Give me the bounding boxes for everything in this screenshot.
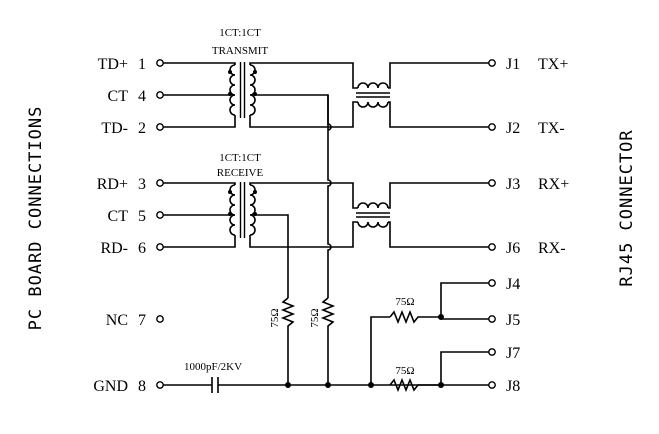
- pin-j4-name: J4: [506, 276, 520, 293]
- pin-ct4-name: CT: [108, 88, 129, 105]
- pin-gnd-num: 8: [138, 378, 146, 395]
- pin-j2-name: J2: [506, 120, 520, 137]
- terminal-td-plus: [156, 59, 164, 67]
- pin-rd-minus-name: RD-: [100, 240, 128, 257]
- receive-transformer: [228, 182, 257, 238]
- pin-ct4-num: 4: [138, 88, 146, 105]
- tx-name-label: TRANSMIT: [212, 45, 269, 57]
- terminal-ct5: [156, 211, 164, 219]
- rx-ratio-label: 1CT:1CT: [219, 152, 261, 164]
- capacitor-label: 1000pF/2KV: [184, 361, 242, 373]
- pin-j6-signal: RX-: [538, 240, 566, 257]
- terminal-rd-minus: [156, 243, 164, 251]
- resistor-j45: [389, 309, 441, 325]
- pin-j1-signal: TX+: [538, 56, 568, 73]
- terminal-j5: [488, 315, 496, 323]
- pin-rd-minus-num: 6: [138, 240, 146, 257]
- rx-common-mode-choke: [352, 182, 489, 248]
- junction-ct5-gnd: [285, 382, 291, 388]
- junction-ct4-gnd: [325, 382, 331, 388]
- pin-rd-plus-num: 3: [138, 176, 146, 193]
- terminal-j2: [488, 123, 496, 131]
- terminal-rd-plus: [156, 179, 164, 187]
- pin-gnd-name: GND: [93, 378, 128, 395]
- terminal-j3: [488, 179, 496, 187]
- resistor-j78: [389, 377, 441, 393]
- capacitor: [211, 377, 219, 393]
- terminal-j6: [488, 243, 496, 251]
- resistor-j78-label: 75Ω: [395, 365, 414, 377]
- junction-rnet-gnd: [368, 382, 374, 388]
- pin-j1-name: J1: [506, 56, 520, 73]
- tx-common-mode-choke: [352, 62, 489, 128]
- pin-td-minus-num: 2: [138, 120, 146, 137]
- pin-j5-name: J5: [506, 312, 520, 329]
- terminal-gnd: [156, 381, 164, 389]
- resistor-ct5-label: 75Ω: [269, 308, 281, 327]
- terminal-j1: [488, 59, 496, 67]
- terminal-j4: [488, 279, 496, 287]
- left-side-label: PC BOARD CONNECTIONS: [26, 106, 46, 331]
- resistor-ct4-label: 75Ω: [309, 308, 321, 327]
- pin-nc-name: NC: [106, 312, 128, 329]
- pin-ct5-num: 5: [138, 208, 146, 225]
- pin-rd-plus-name: RD+: [97, 176, 128, 193]
- resistor-ct5: [280, 297, 296, 385]
- terminal-nc: [156, 315, 164, 323]
- pin-ct5-name: CT: [108, 208, 129, 225]
- pin-td-plus-name: TD+: [98, 56, 128, 73]
- resistor-j45-label: 75Ω: [395, 296, 414, 308]
- resistor-ct4: [320, 297, 336, 385]
- pin-td-minus-name: TD-: [101, 120, 128, 137]
- terminal-j8: [488, 381, 496, 389]
- tx-ratio-label: 1CT:1CT: [219, 27, 261, 39]
- transmit-transformer: [228, 62, 257, 118]
- terminal-j7: [488, 348, 496, 356]
- pin-nc-num: 7: [138, 312, 146, 329]
- junction-j45: [438, 314, 444, 320]
- pin-td-plus-num: 1: [138, 56, 146, 73]
- pin-j3-signal: RX+: [538, 176, 569, 193]
- pin-j3-name: J3: [506, 176, 520, 193]
- pin-j2-signal: TX-: [538, 120, 565, 137]
- pin-j7-name: J7: [506, 345, 520, 362]
- pin-j6-name: J6: [506, 240, 520, 257]
- junction-j78: [438, 382, 444, 388]
- terminal-td-minus: [156, 123, 164, 131]
- terminal-ct4: [156, 91, 164, 99]
- right-side-label: RJ45 CONNECTOR: [617, 129, 637, 286]
- rx-name-label: RECEIVE: [217, 167, 264, 179]
- pin-j8-name: J8: [506, 378, 520, 395]
